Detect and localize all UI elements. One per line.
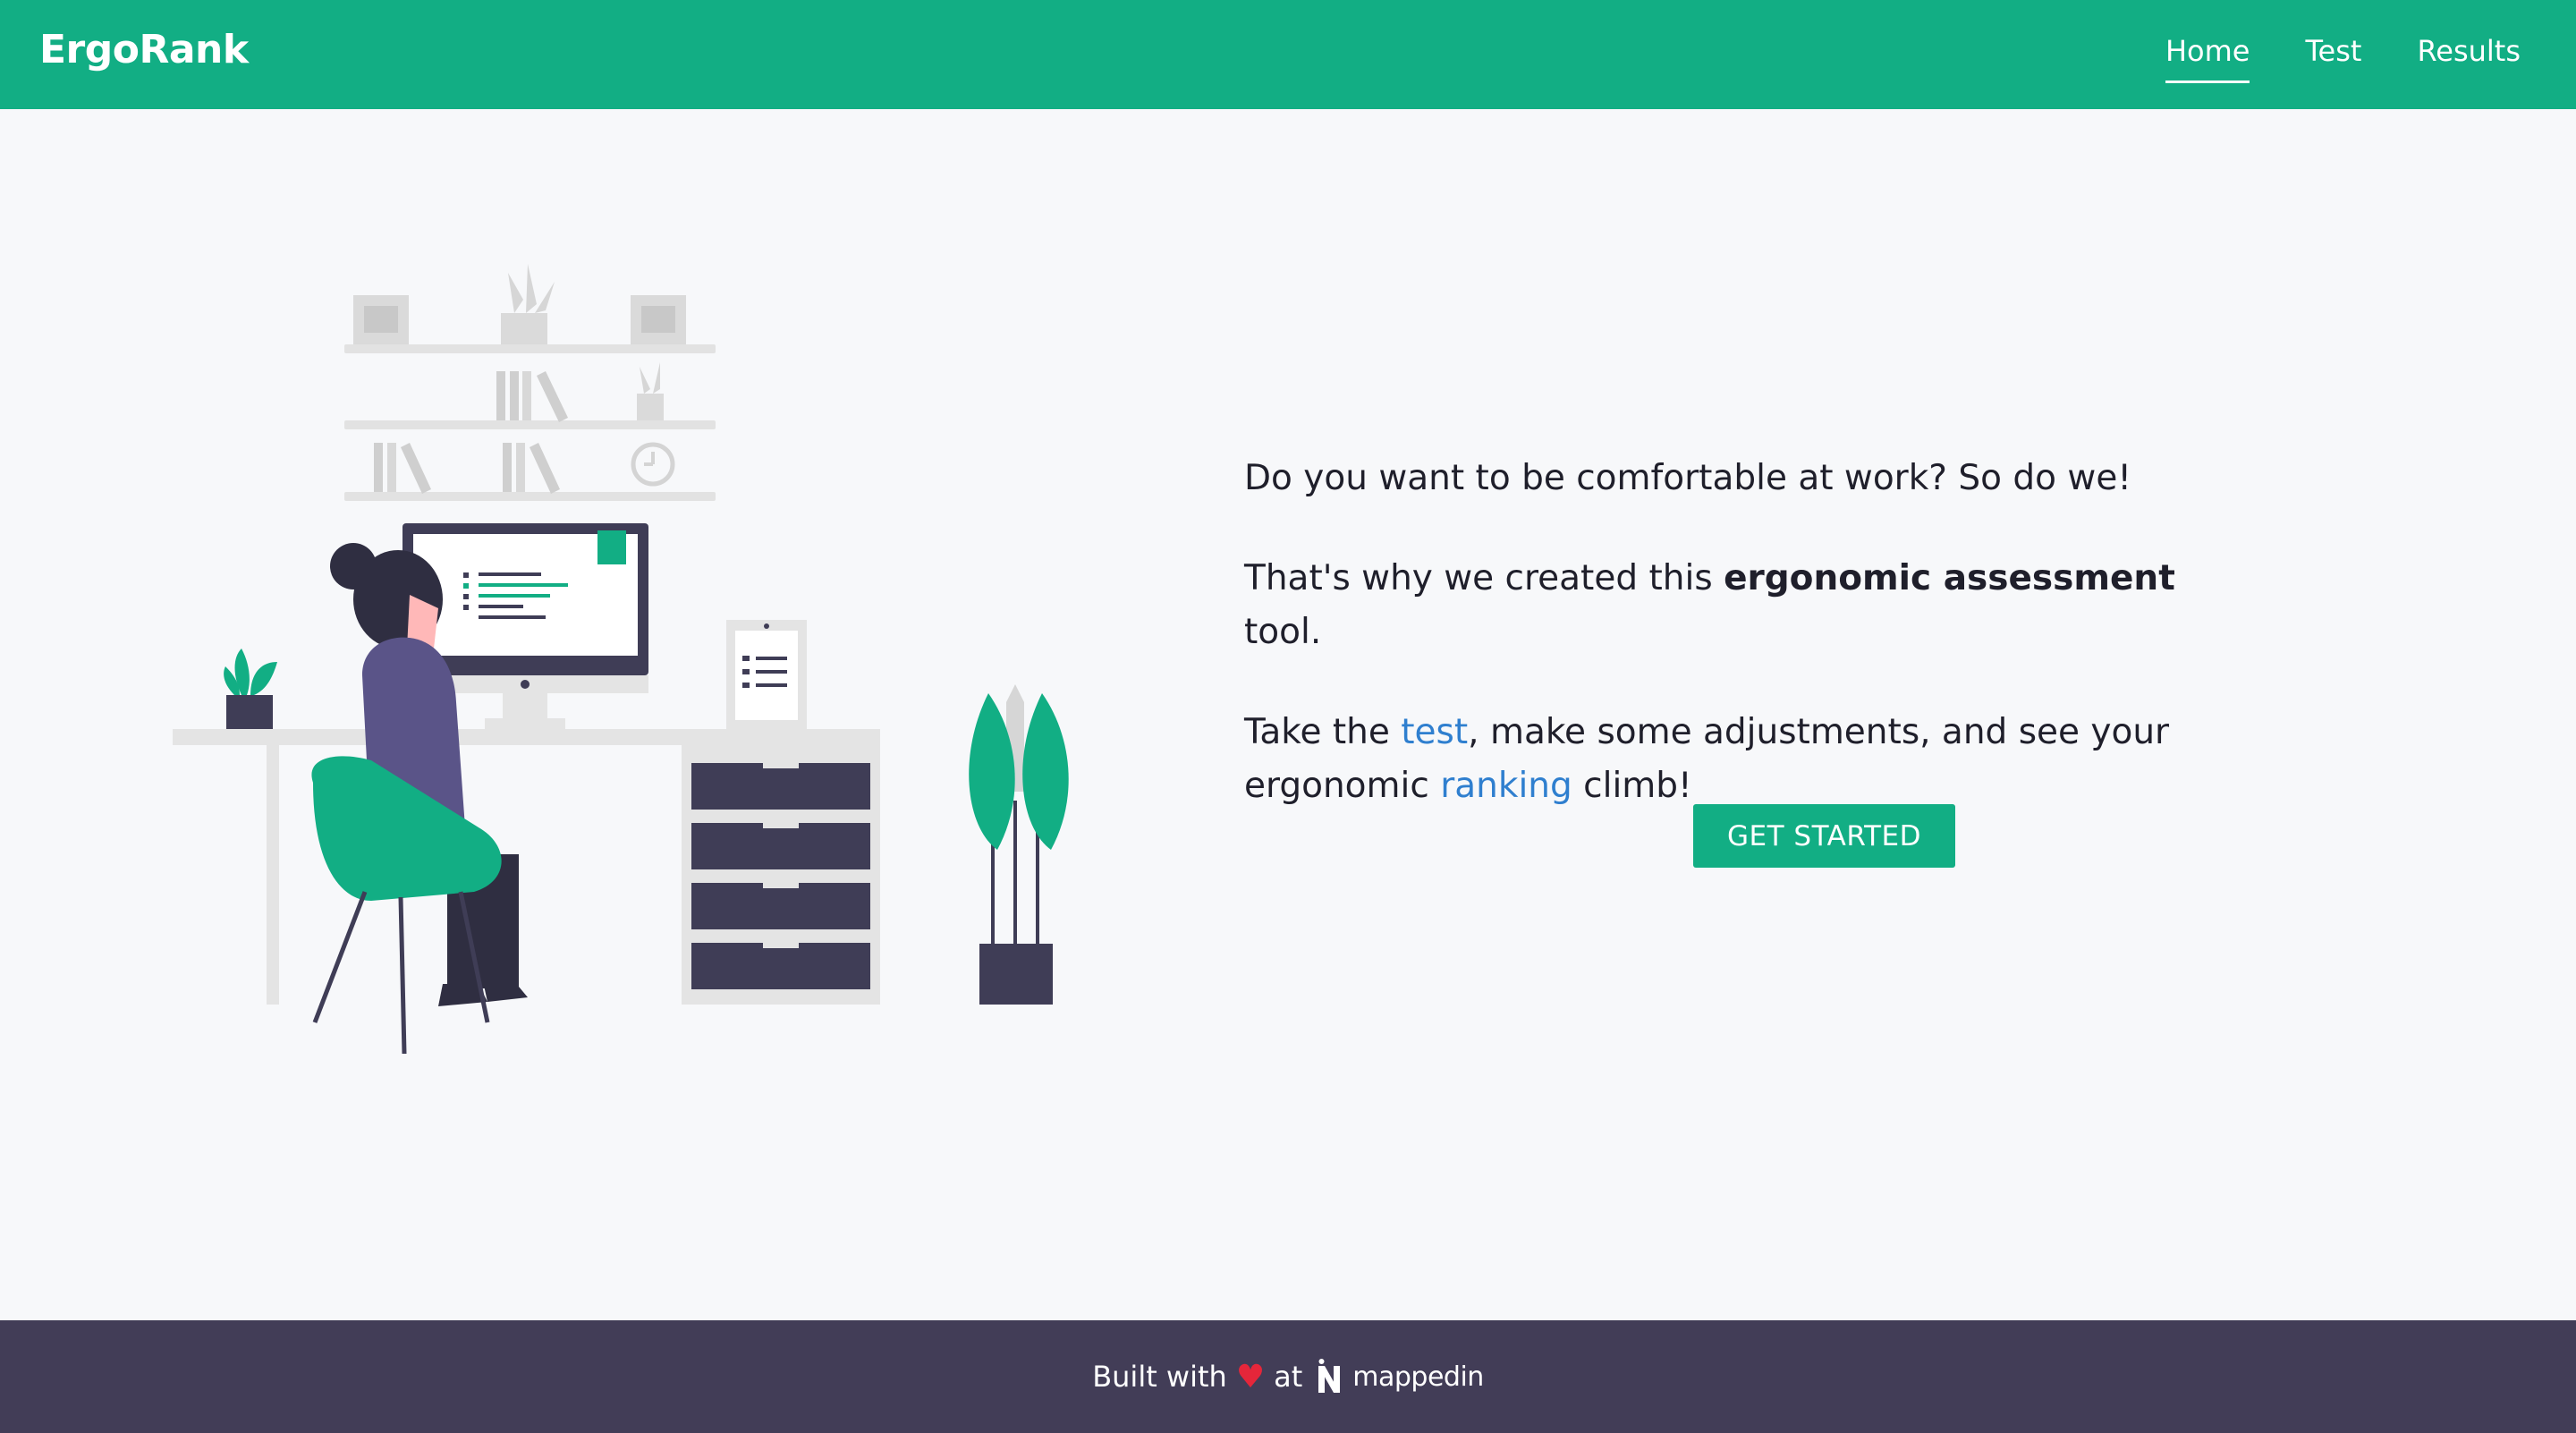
heart-icon: ♥ <box>1235 1358 1266 1395</box>
desk-illustration <box>173 620 880 1005</box>
hero-line-3-mid: , make some adjustments, and see your er… <box>1244 712 2170 806</box>
workspace-illustration <box>170 255 1082 1060</box>
hero-line-2-prefix: That's why we created this <box>1244 558 1724 598</box>
get-started-button[interactable]: GET STARTED <box>1693 804 1955 868</box>
top-navbar: ErgoRank Home Test Results <box>0 0 2576 109</box>
nav-test-link[interactable]: Test <box>2305 34 2362 68</box>
hero-text: Do you want to be comfortable at work? S… <box>1244 452 2246 860</box>
footer-built-with: Built with <box>1092 1360 1227 1394</box>
hero-line-1: Do you want to be comfortable at work? S… <box>1244 458 2131 498</box>
hero-line-2: That's why we created this ergonomic ass… <box>1244 552 2246 659</box>
bookshelf-illustration <box>344 264 716 501</box>
tall-plant-illustration <box>969 684 1069 1005</box>
hero-line-3: Take the test, make some adjustments, an… <box>1244 706 2246 813</box>
footer: Built with ♥ at mappedin <box>0 1320 2576 1433</box>
monitor-illustration <box>402 523 648 729</box>
hero-line-3-prefix: Take the <box>1244 712 1402 752</box>
brand-logo[interactable]: ErgoRank <box>39 27 249 72</box>
hero-line-2-suffix: tool. <box>1244 612 1322 652</box>
chair-illustration <box>311 756 502 1055</box>
test-link[interactable]: test <box>1401 712 1469 752</box>
nav-home-link[interactable]: Home <box>2165 0 2250 109</box>
nav-results-link[interactable]: Results <box>2417 34 2521 68</box>
footer-at: at <box>1274 1360 1303 1394</box>
hero-line-2-bold: ergonomic assessment <box>1724 558 2175 598</box>
mappedin-logo-text[interactable]: mappedin <box>1352 1361 1484 1393</box>
ranking-link[interactable]: ranking <box>1440 766 1572 806</box>
hero-line-3-suffix: climb! <box>1572 766 1692 806</box>
mappedin-logo-icon[interactable] <box>1317 1359 1342 1395</box>
nav-links: Home Test Results <box>2110 0 2521 109</box>
